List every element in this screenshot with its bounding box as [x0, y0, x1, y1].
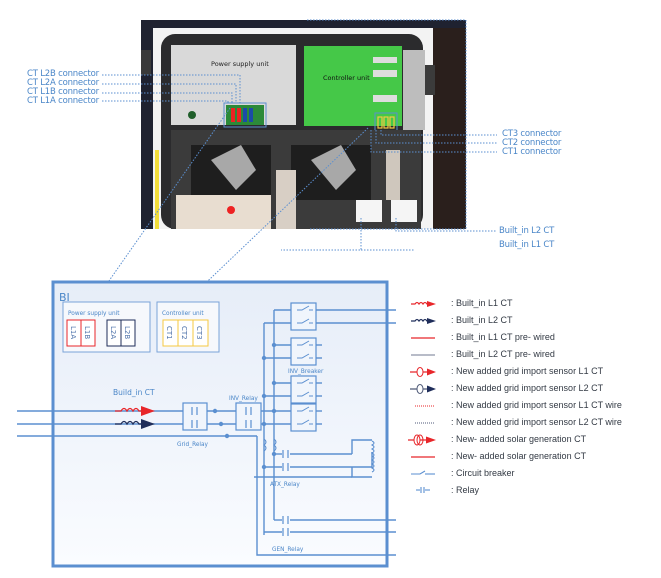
callout-line-ct1 [370, 130, 497, 153]
inv-relay [235, 402, 262, 431]
junction-dot [224, 433, 230, 439]
svg-text:L1B: L1B [83, 326, 91, 339]
svg-text:L1A: L1A [69, 326, 77, 339]
callout-ct-l2b: CT L2B connector [27, 69, 99, 79]
svg-text:CT1: CT1 [165, 326, 173, 340]
legend-item-text: : Built_in L2 CT [451, 315, 513, 325]
junction-dot [212, 408, 218, 414]
callout-ct-l1b: CT L1B connector [27, 87, 99, 97]
red-ct-coil-arrow-icon [411, 301, 436, 307]
legend-item-text: : New added grid import sensor L2 CT [451, 383, 604, 393]
junction-dot [261, 421, 267, 427]
junction-dot [271, 342, 277, 348]
callout-ct2: CT2 connector [502, 138, 562, 148]
photo-power-supply-label: Power supply unit [211, 60, 269, 68]
controller-box-label: Controller unit [162, 311, 204, 317]
callout-ct1: CT1 connector [502, 147, 562, 157]
junction-dot [271, 380, 277, 386]
junction-dot [261, 355, 267, 361]
hinge-top [141, 50, 151, 75]
bi-title: BI [59, 291, 70, 304]
psu-terminal-l1b: L1B [80, 319, 96, 347]
legend-item-text: : New added grid import sensor L1 CT [451, 366, 604, 376]
junction-dot [271, 451, 277, 457]
callout-line-ct2 [375, 130, 497, 144]
psu-terminal-l1a: L1A [66, 319, 82, 347]
junction-dot [261, 393, 267, 399]
legend-item-text: : Built_in L1 CT pre- wired [451, 332, 555, 342]
controller-terminal-ct3: CT3 [192, 319, 209, 347]
navy-ct-coil-arrow-icon [411, 318, 436, 324]
circuit-breaker-icon [411, 470, 435, 475]
legend-item-text: : Built_in L1 CT [451, 298, 513, 308]
legend-item-text: : New- added solar generation CT [451, 434, 587, 444]
circuit-breaker [290, 403, 317, 432]
legend-item-text: : Circuit breaker [451, 468, 515, 478]
circuit-breaker [290, 375, 317, 404]
photo-controller-label: Controller unit [323, 74, 370, 82]
breakers [290, 302, 317, 432]
psu-terminal-l2b: L2B [120, 319, 136, 347]
callout-ct-l2a: CT L2A connector [27, 78, 99, 88]
legend-item-text: : Relay [451, 485, 480, 495]
callout-line-ct3 [380, 130, 497, 136]
callout-built-in-l2: Built_in L2 CT [499, 226, 555, 236]
grid-relay [182, 402, 208, 431]
navy-sensor-arrow-icon [410, 384, 436, 394]
svg-text:L2A: L2A [109, 326, 117, 339]
junction-dot [218, 421, 224, 427]
psu-box-label: Power supply unit [68, 311, 120, 317]
grid-relay-label: Grid_Relay [177, 442, 209, 448]
red-solar-ct-icon [408, 434, 436, 446]
gen-relay-label: GEN_Relay [272, 547, 304, 553]
built-in-l1-ct-symbol [115, 406, 155, 416]
red-sensor-arrow-icon [410, 367, 436, 377]
bi-diagram: BI Power supply unit L1A L1B L2A L2B Con… [17, 280, 396, 568]
callout-built-in-l1: Built_in L1 CT [499, 240, 555, 250]
build-in-ct-label: Build_in CT [113, 388, 155, 397]
circuit-breaker [290, 337, 317, 366]
inv-breaker-label: INV_Breaker [288, 369, 324, 375]
psu-terminal-l2a: L2A [106, 319, 122, 347]
svg-text:L2B: L2B [123, 326, 131, 339]
callout-ct-l1a: CT L1A connector [27, 96, 99, 106]
legend-item-text: : New added grid import sensor L2 CT wir… [451, 417, 622, 427]
device-photo: Power supply unit Controller unit [141, 20, 466, 229]
callout-line-built-in-l1 [281, 218, 362, 251]
svg-text:CT3: CT3 [195, 326, 203, 340]
legend-item-text: : New added grid import sensor L1 CT wir… [451, 400, 622, 410]
callout-line-ct-l2b [102, 74, 241, 103]
legend-icons [408, 301, 436, 493]
legend-item-text: : New- added solar generation CT [451, 451, 587, 461]
controller-terminal-ct1: CT1 [162, 319, 179, 347]
controller-terminal-ct2: CT2 [177, 319, 194, 347]
callout-line-ct-l1a [102, 100, 229, 103]
callout-line-ct-l1b [102, 92, 233, 103]
svg-text:CT2: CT2 [180, 326, 188, 340]
atx-relay-label: ATX_Relay [270, 482, 300, 488]
callout-ct3: CT3 connector [502, 129, 562, 139]
legend-item-text: : Built_in L2 CT pre- wired [451, 349, 555, 359]
built-in-l2-ct-symbol [115, 419, 155, 429]
circuit-breaker [290, 302, 317, 331]
junction-dot [271, 408, 277, 414]
junction-dot [261, 464, 267, 470]
relay-icon [416, 487, 430, 493]
inv-relay-label: INV_Relay [229, 396, 258, 402]
callout-line-built-in-l2 [395, 218, 497, 232]
